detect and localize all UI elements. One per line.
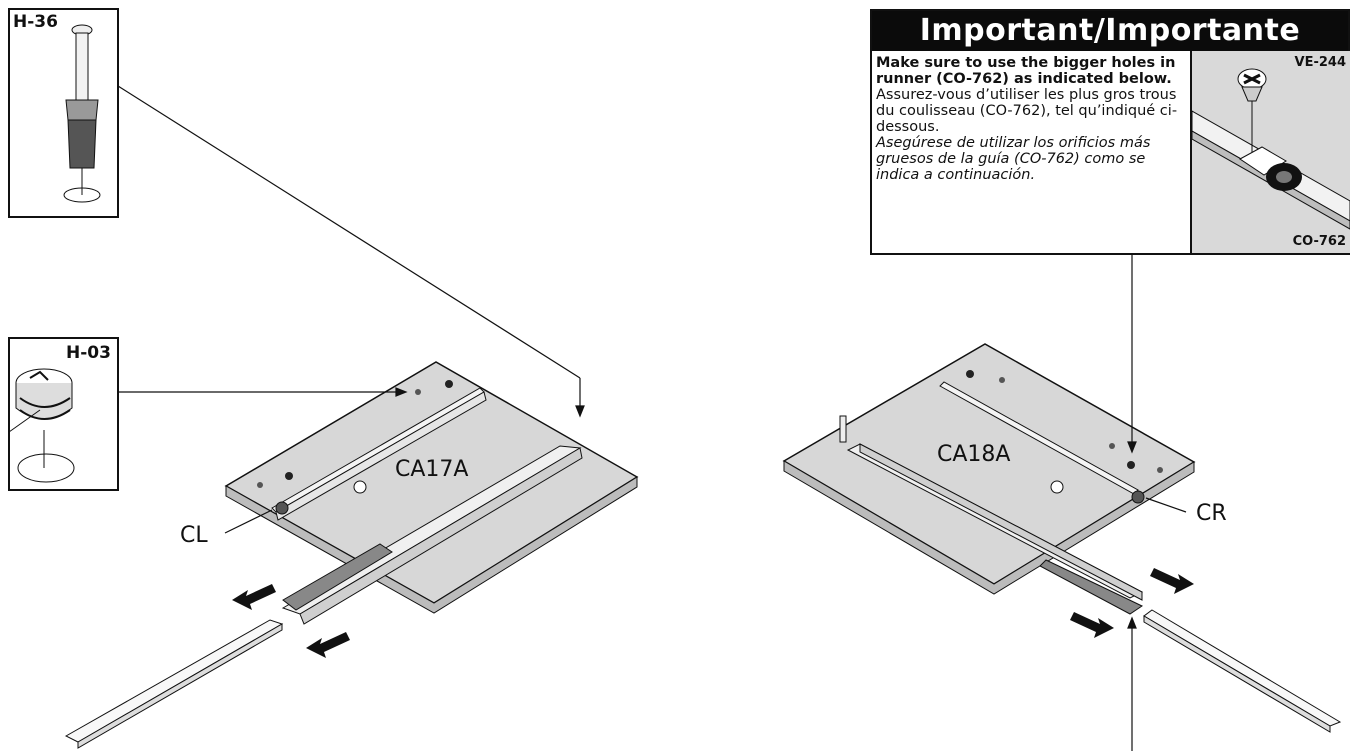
callout-cr: CR bbox=[1196, 501, 1227, 526]
important-text: Make sure to use the bigger holes in run… bbox=[876, 55, 1188, 183]
important-french: Assurez-vous d’utiliser les plus gros tr… bbox=[876, 87, 1178, 135]
h03-inset: H-03 bbox=[8, 337, 119, 491]
important-title: Important/Importante bbox=[872, 11, 1348, 51]
leader-lines-right bbox=[1127, 255, 1187, 751]
important-notice: Important/Importante Make sure to use th… bbox=[870, 9, 1350, 255]
loose-runner-right bbox=[1143, 609, 1342, 733]
panel-ca18a: CA18A bbox=[782, 343, 1196, 615]
h36-label: H-36 bbox=[13, 12, 58, 32]
runner-detail-icon bbox=[1192, 51, 1350, 253]
important-spanish: Asegúrese de utilizar los orificios más … bbox=[876, 135, 1151, 183]
callout-cl: CL bbox=[180, 523, 208, 548]
important-english: Make sure to use the bigger holes in run… bbox=[876, 55, 1176, 87]
ca17a-label: CA17A bbox=[395, 457, 468, 482]
runner-label: CO-762 bbox=[1292, 234, 1346, 249]
panel-ca17a: CA17A bbox=[224, 361, 639, 625]
ca18a-label: CA18A bbox=[937, 442, 1010, 467]
screw-label: VE-244 bbox=[1294, 55, 1346, 70]
pull-arrow-right-icon bbox=[1070, 568, 1194, 638]
pull-arrow-icon bbox=[232, 584, 350, 658]
h36-inset: H-36 bbox=[8, 8, 119, 218]
cam-dowel-icon bbox=[63, 24, 101, 203]
loose-runner-left bbox=[64, 619, 284, 749]
runner-detail-image: VE-244 CO-762 bbox=[1190, 51, 1350, 253]
cam-lock-icon bbox=[8, 368, 75, 483]
leader-lines-left bbox=[117, 85, 585, 534]
h03-label: H-03 bbox=[66, 343, 111, 363]
